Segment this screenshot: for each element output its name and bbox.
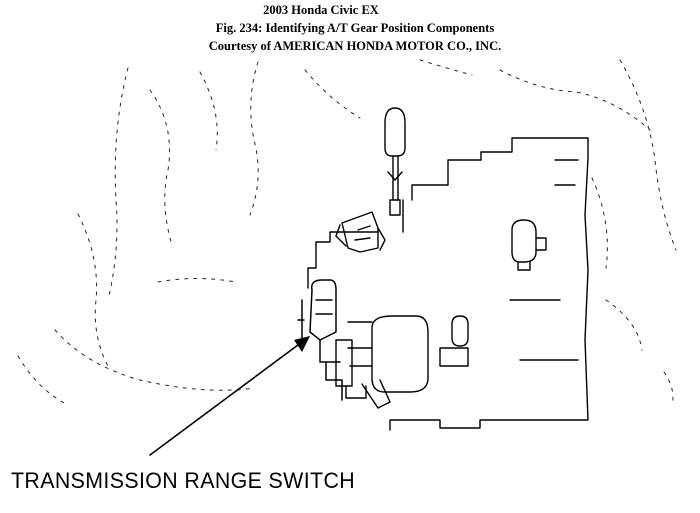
vehicle-title: 2003 Honda Civic EX	[263, 3, 379, 17]
valve-body	[335, 315, 429, 409]
figure-caption: 2003 Honda Civic EX Fig. 234: Identifyin…	[0, 1, 700, 55]
pressure-switch	[439, 315, 469, 367]
dipstick-tube	[384, 107, 406, 216]
background-outlines	[17, 59, 677, 406]
courtesy-line: Courtesy of AMERICAN HONDA MOTOR CO., IN…	[208, 39, 502, 53]
connector-bracket	[335, 211, 386, 253]
callout-leader-arrow	[149, 336, 310, 456]
transmission-housing	[307, 137, 589, 431]
figure-title: Fig. 234: Identifying A/T Gear Position …	[215, 21, 495, 35]
speed-sensor	[511, 219, 547, 271]
transmission-range-switch-label: TRANSMISSION RANGE SWITCH	[11, 468, 356, 493]
